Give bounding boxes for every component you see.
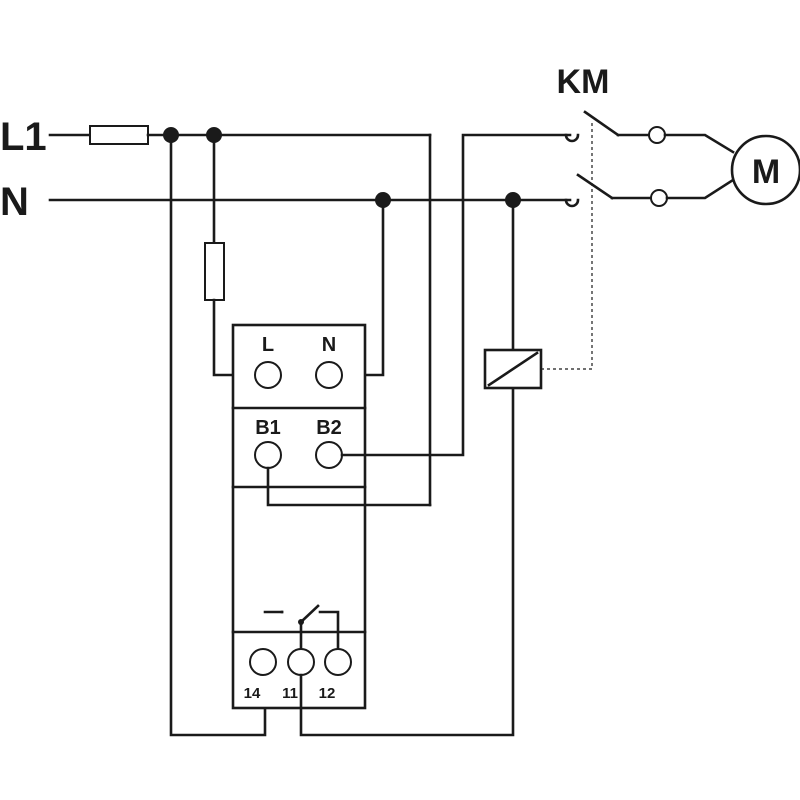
main-fuse-icon bbox=[89, 125, 149, 145]
contactor-coil-icon bbox=[483, 348, 543, 390]
terminal-b2 bbox=[315, 441, 343, 469]
motor-icon: M bbox=[730, 134, 800, 206]
motor-feed-n bbox=[665, 178, 735, 200]
terminal-12-label: 12 bbox=[319, 685, 336, 702]
terminal-11 bbox=[287, 648, 315, 676]
motor-label: M bbox=[752, 153, 780, 191]
contactor-contacts-icon bbox=[564, 110, 668, 208]
l1-line bbox=[48, 125, 432, 507]
wire-b2 bbox=[340, 133, 572, 457]
terminal-14 bbox=[249, 648, 277, 676]
contactor-label: KM bbox=[557, 63, 610, 101]
terminal-b1-label: B1 bbox=[255, 417, 281, 439]
wire-l1-to-l bbox=[204, 133, 257, 377]
terminal-l-label: L bbox=[262, 334, 274, 356]
terminal-b2-label: B2 bbox=[316, 417, 342, 439]
wire-11-to-coil bbox=[299, 386, 515, 737]
terminal-11-label: 11 bbox=[282, 685, 298, 702]
terminal-l bbox=[254, 361, 282, 389]
terminal-12 bbox=[324, 648, 352, 676]
fuse-icon bbox=[204, 242, 225, 301]
relay-contact-icon bbox=[263, 604, 340, 652]
terminal-n-label: N bbox=[322, 334, 336, 356]
terminal-n bbox=[315, 361, 343, 389]
l1-label: L1 bbox=[0, 115, 47, 159]
relay-module bbox=[231, 323, 367, 710]
n-label: N bbox=[0, 180, 29, 224]
mechanical-link bbox=[541, 120, 593, 370]
terminal-14-label: 14 bbox=[244, 685, 261, 702]
motor-feed-l bbox=[663, 133, 735, 154]
terminal-b1 bbox=[254, 441, 282, 469]
wire-b1 bbox=[266, 466, 432, 507]
